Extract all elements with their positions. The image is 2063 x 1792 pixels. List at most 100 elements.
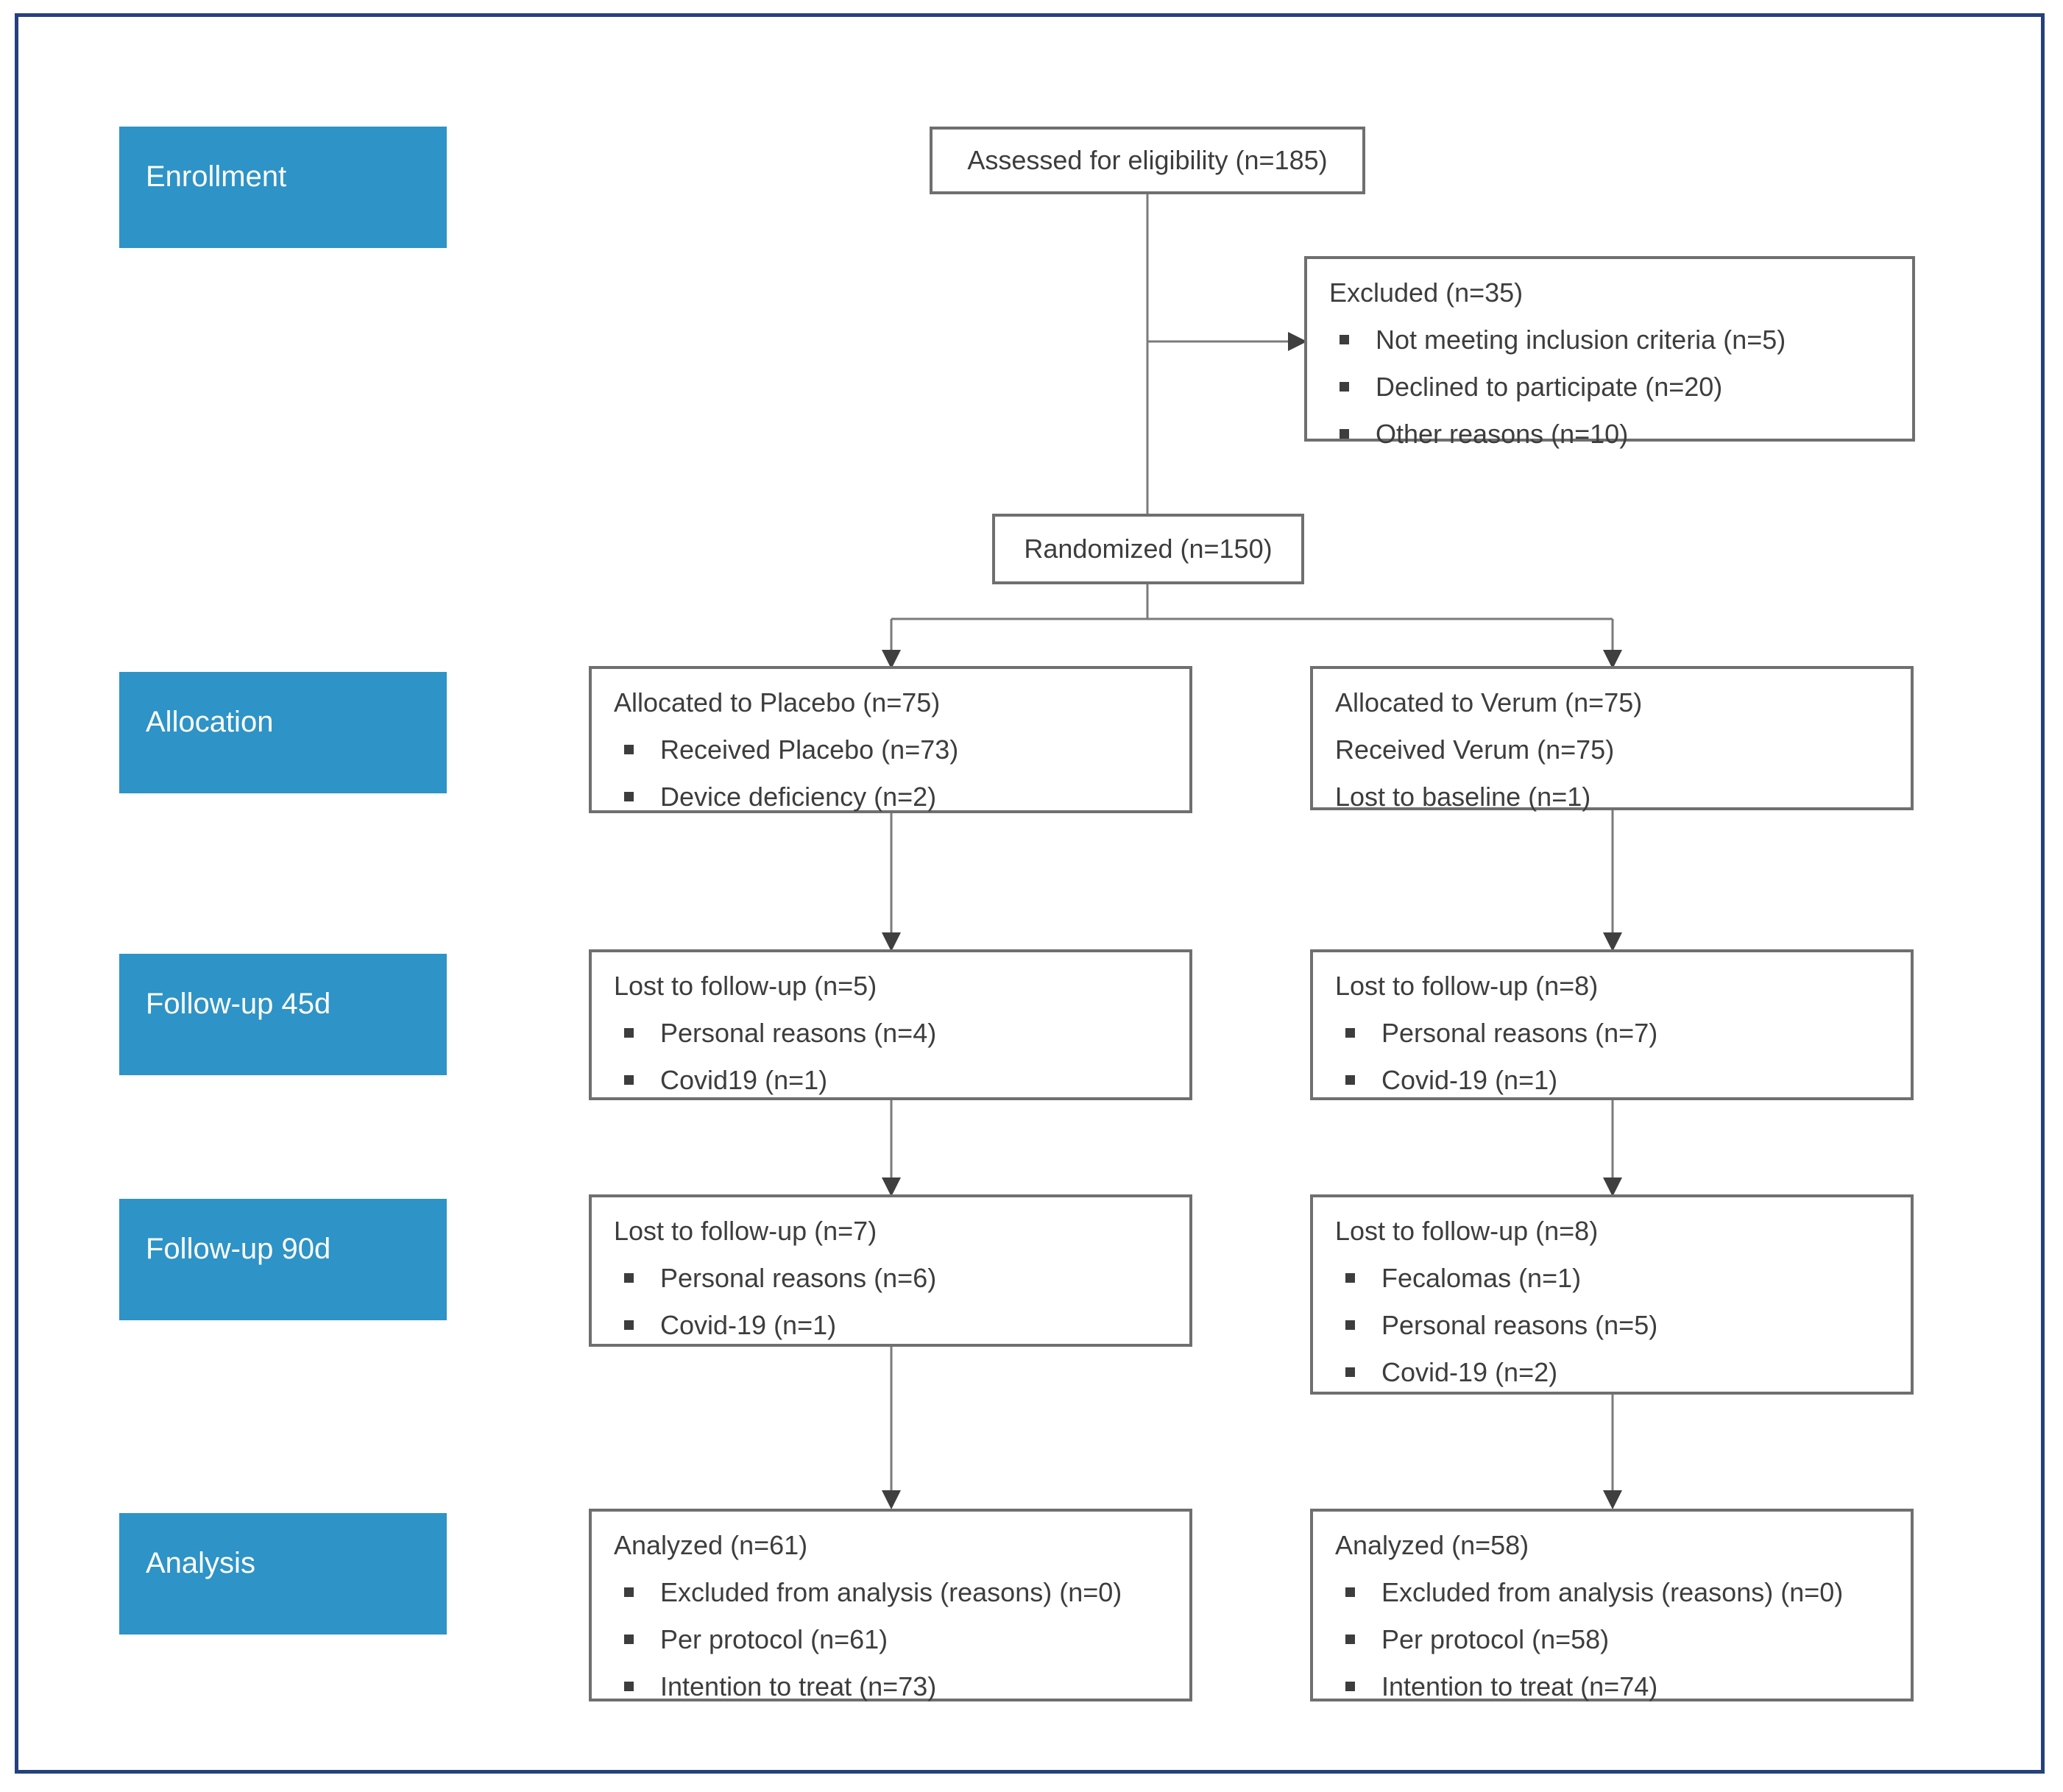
bullet-square-icon bbox=[1345, 1587, 1355, 1597]
bullet-square-icon bbox=[1345, 1320, 1355, 1330]
box-allocated-placebo: Allocated to Placebo (n=75) Received Pla… bbox=[589, 666, 1192, 813]
list-item: Covid19 (n=1) bbox=[614, 1057, 1175, 1104]
list-item-text: Personal reasons (n=6) bbox=[660, 1263, 937, 1293]
box-title: Lost to follow-up (n=8) bbox=[1335, 971, 1599, 1001]
list-item: Other reasons (n=10) bbox=[1329, 411, 1897, 458]
list-item: Per protocol (n=58) bbox=[1335, 1616, 1896, 1663]
list-item-text: Excluded from analysis (reasons) (n=0) bbox=[660, 1577, 1122, 1607]
box-title: Analyzed (n=58) bbox=[1335, 1530, 1529, 1560]
stage-label-analysis: Analysis bbox=[119, 1513, 447, 1635]
box-excluded: Excluded (n=35) Not meeting inclusion cr… bbox=[1304, 256, 1915, 449]
stage-label-enrollment: Enrollment bbox=[119, 127, 447, 248]
list-item: Device deficiency (n=2) bbox=[614, 773, 1175, 821]
box-assessed-eligibility: Assessed for eligibility (n=185) bbox=[930, 127, 1365, 194]
box-randomized-title: Randomized (n=150) bbox=[1024, 534, 1273, 564]
arrowhead-fu90-right-icon bbox=[1603, 1177, 1622, 1197]
list-item-text: Received Placebo (n=73) bbox=[660, 734, 959, 765]
box-allocated-verum: Allocated to Verum (n=75) Received Verum… bbox=[1310, 666, 1914, 812]
list-line-text: Received Verum (n=75) bbox=[1335, 734, 1615, 765]
bullet-square-icon bbox=[624, 792, 634, 801]
bullet-square-icon bbox=[624, 1028, 634, 1038]
box-followup45-placebo: Lost to follow-up (n=5) Personal reasons… bbox=[589, 949, 1192, 1100]
list-item-text: Device deficiency (n=2) bbox=[660, 782, 937, 812]
list-item: Excluded from analysis (reasons) (n=0) bbox=[1335, 1569, 1896, 1616]
box-randomized: Randomized (n=150) bbox=[992, 514, 1304, 584]
list-item: Personal reasons (n=6) bbox=[614, 1255, 1175, 1302]
list-item: Intention to treat (n=74) bbox=[1335, 1663, 1896, 1710]
list-item: Intention to treat (n=73) bbox=[614, 1663, 1175, 1710]
arrowhead-analysis-right-icon bbox=[1603, 1490, 1622, 1509]
box-followup90-placebo: Lost to follow-up (n=7) Personal reasons… bbox=[589, 1194, 1192, 1347]
stage-label-followup-45d: Follow-up 45d bbox=[119, 954, 447, 1075]
list-item-text: Intention to treat (n=73) bbox=[660, 1671, 937, 1701]
box-excluded-title: Excluded (n=35) bbox=[1329, 277, 1524, 308]
bullet-square-icon bbox=[624, 1273, 634, 1283]
list-item: Fecalomas (n=1) bbox=[1335, 1255, 1896, 1302]
arrowhead-analysis-left-icon bbox=[882, 1490, 901, 1509]
bullet-square-icon bbox=[1340, 335, 1349, 344]
arrowhead-fu45-right-icon bbox=[1603, 932, 1622, 952]
list-item-text: Covid-19 (n=1) bbox=[1381, 1065, 1558, 1095]
list-item-text: Personal reasons (n=7) bbox=[1381, 1018, 1658, 1048]
list-item-text: Other reasons (n=10) bbox=[1376, 419, 1629, 449]
box-followup45-verum: Lost to follow-up (n=8) Personal reasons… bbox=[1310, 949, 1914, 1100]
bullet-square-icon bbox=[624, 1075, 634, 1085]
list-item-text: Personal reasons (n=4) bbox=[660, 1018, 937, 1048]
list-line-text: Lost to baseline (n=1) bbox=[1335, 782, 1591, 812]
bullet-square-icon bbox=[1345, 1028, 1355, 1038]
box-title: Lost to follow-up (n=7) bbox=[614, 1216, 877, 1246]
outer-frame bbox=[15, 13, 2045, 1774]
list-item-text: Not meeting inclusion criteria (n=5) bbox=[1376, 325, 1786, 355]
bullet-square-icon bbox=[1345, 1075, 1355, 1085]
list-item: Covid-19 (n=1) bbox=[614, 1302, 1175, 1349]
list-item: Personal reasons (n=5) bbox=[1335, 1302, 1896, 1349]
bullet-square-icon bbox=[624, 1635, 634, 1644]
bullet-square-icon bbox=[624, 1682, 634, 1691]
bullet-square-icon bbox=[624, 1320, 634, 1330]
arrowhead-alloc-right-icon bbox=[1603, 650, 1622, 669]
list-item: Per protocol (n=61) bbox=[614, 1616, 1175, 1663]
list-item-text: Intention to treat (n=74) bbox=[1381, 1671, 1658, 1701]
box-followup90-verum: Lost to follow-up (n=8) Fecalomas (n=1) … bbox=[1310, 1194, 1914, 1395]
bullet-square-icon bbox=[1345, 1682, 1355, 1691]
box-assessed-title: Assessed for eligibility (n=185) bbox=[967, 145, 1328, 175]
bullet-square-icon bbox=[1345, 1273, 1355, 1283]
list-item-text: Excluded from analysis (reasons) (n=0) bbox=[1381, 1577, 1844, 1607]
arrowhead-fu45-left-icon bbox=[882, 932, 901, 952]
list-item-text: Per protocol (n=58) bbox=[1381, 1624, 1610, 1654]
list-item-text: Covid-19 (n=1) bbox=[660, 1310, 837, 1340]
list-item-text: Fecalomas (n=1) bbox=[1381, 1263, 1582, 1293]
stage-label-allocation: Allocation bbox=[119, 672, 447, 793]
arrowhead-excluded-icon bbox=[1288, 332, 1307, 351]
bullet-square-icon bbox=[1340, 429, 1349, 439]
list-item-text: Declined to participate (n=20) bbox=[1376, 372, 1723, 402]
list-item: Personal reasons (n=4) bbox=[614, 1010, 1175, 1057]
list-item-text: Covid19 (n=1) bbox=[660, 1065, 828, 1095]
box-title: Lost to follow-up (n=8) bbox=[1335, 1216, 1599, 1246]
box-analysis-verum: Analyzed (n=58) Excluded from analysis (… bbox=[1310, 1509, 1914, 1701]
list-item: Not meeting inclusion criteria (n=5) bbox=[1329, 316, 1897, 364]
bullet-square-icon bbox=[624, 1587, 634, 1597]
list-item: Covid-19 (n=2) bbox=[1335, 1349, 1896, 1396]
list-item: Excluded from analysis (reasons) (n=0) bbox=[614, 1569, 1175, 1616]
list-item-text: Covid-19 (n=2) bbox=[1381, 1357, 1558, 1387]
arrowhead-alloc-left-icon bbox=[882, 650, 901, 669]
stage-label-followup-90d: Follow-up 90d bbox=[119, 1199, 447, 1320]
arrowhead-fu90-left-icon bbox=[882, 1177, 901, 1197]
bullet-square-icon bbox=[1345, 1367, 1355, 1377]
box-title: Allocated to Verum (n=75) bbox=[1335, 687, 1643, 718]
list-item: Covid-19 (n=1) bbox=[1335, 1057, 1896, 1104]
list-item-text: Per protocol (n=61) bbox=[660, 1624, 888, 1654]
list-item: Received Placebo (n=73) bbox=[614, 726, 1175, 773]
box-title: Analyzed (n=61) bbox=[614, 1530, 808, 1560]
box-title: Lost to follow-up (n=5) bbox=[614, 971, 877, 1001]
list-item: Declined to participate (n=20) bbox=[1329, 364, 1897, 411]
box-analysis-placebo: Analyzed (n=61) Excluded from analysis (… bbox=[589, 1509, 1192, 1701]
bullet-square-icon bbox=[1340, 382, 1349, 392]
bullet-square-icon bbox=[1345, 1635, 1355, 1644]
list-item-text: Personal reasons (n=5) bbox=[1381, 1310, 1658, 1340]
box-title: Allocated to Placebo (n=75) bbox=[614, 687, 941, 718]
bullet-square-icon bbox=[624, 745, 634, 754]
